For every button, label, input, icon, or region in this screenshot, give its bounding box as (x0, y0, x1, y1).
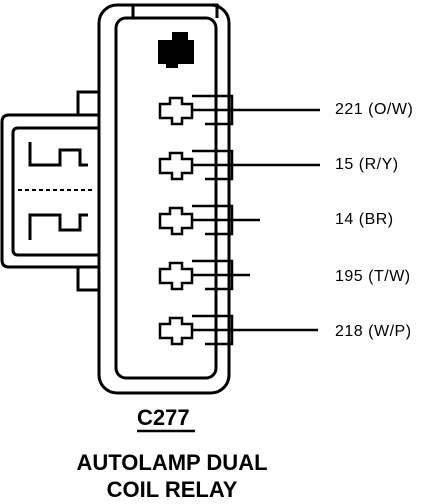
pin-label: 15 (R/Y) (335, 156, 399, 173)
terminal-cavity (158, 151, 194, 181)
side-latch (0, 90, 101, 292)
pin-label: 218 (W/P) (335, 323, 412, 340)
terminal-cavity (158, 206, 194, 236)
pin-label-group: 221 (O/W) 15 (R/Y) 14 (BR) 195 (T/W) 218 (W/… (335, 101, 413, 340)
caption-line-1: AUTOLAMP DUAL (76, 450, 267, 475)
pin-label: 221 (O/W) (335, 101, 413, 118)
terminal-group (158, 94, 320, 346)
pin-label: 195 (T/W) (335, 268, 411, 285)
connector-body (97, 3, 231, 395)
terminal-cavity (158, 96, 194, 126)
connector-id: C277 (137, 405, 190, 430)
terminal-cavity (158, 316, 194, 346)
caption-line-2: COIL RELAY (107, 477, 238, 502)
polarizing-key-icon (158, 32, 194, 68)
terminal-cavity (158, 261, 194, 291)
pin-label: 14 (BR) (335, 211, 394, 228)
